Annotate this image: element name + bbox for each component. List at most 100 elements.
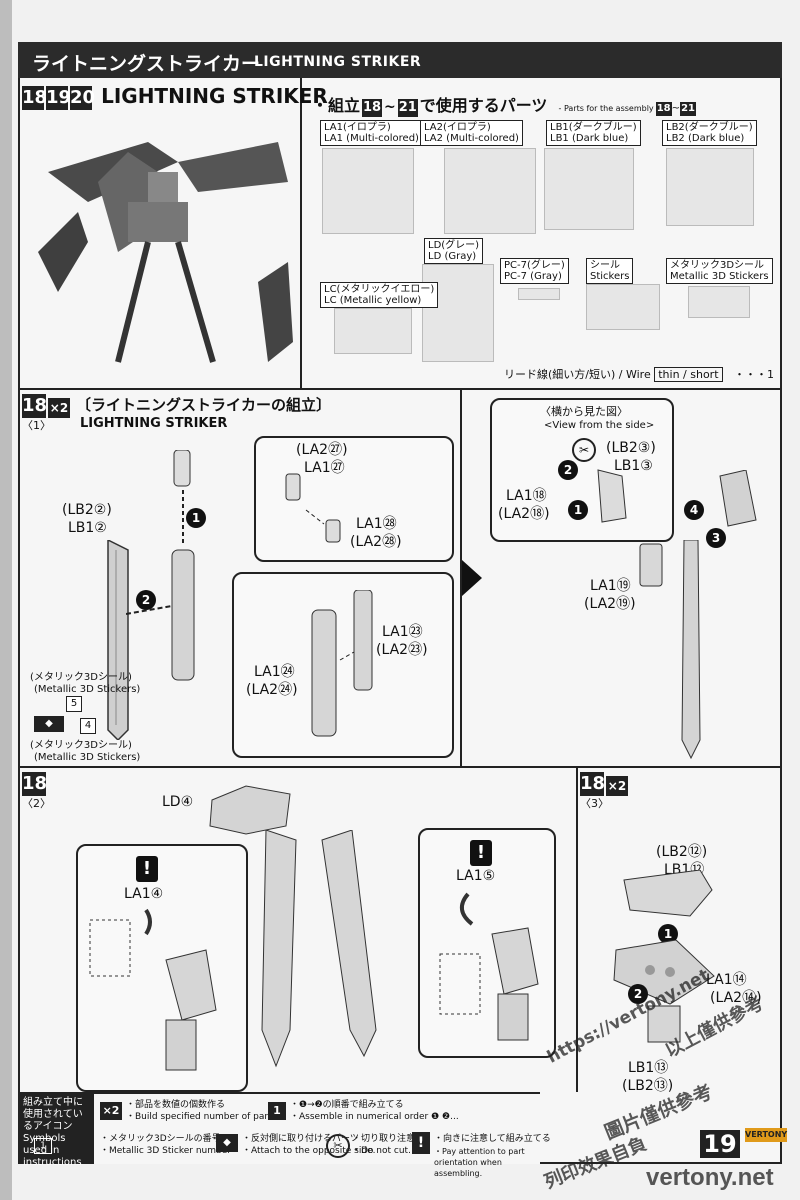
detail-callout-bottom [232, 572, 454, 758]
legend-icon-sticker: 1 [34, 1138, 52, 1154]
runner-la2-jp: LA2(イロプラ) [424, 122, 491, 133]
brand-tag: VERTONY [745, 1128, 787, 1142]
lightning-striker-illustration [38, 142, 293, 363]
parts-subtitle: - Parts for the assembly [558, 104, 654, 113]
connector-bracket-part [209, 785, 291, 835]
legend-icon-order: 1 [268, 1102, 286, 1120]
sticker-label-jp-2: (メタリック3Dシール) [30, 740, 132, 751]
legend-text-sticker-jp: ・メタリック3Dシールの番号 [100, 1134, 221, 1144]
divider-vertical-mid [460, 390, 462, 766]
runner-la2 [444, 148, 536, 234]
runner-label-ld: LD(グレー)LD (Gray) [424, 238, 484, 264]
step-number-box: 18 [22, 86, 48, 110]
substep-label: 〈1〉 [22, 419, 51, 432]
part-label-lb1-2: LB1② [68, 520, 107, 536]
opposite-side-icon: ◆ [34, 716, 64, 732]
sticker-label-en: (Metallic 3D Stickers) [34, 684, 141, 695]
legend-icon-multiplier: ×2 [100, 1102, 122, 1120]
wire-count: ・・・1 [734, 368, 775, 381]
legend-text-donotcut-jp: ・切り取り注意 [352, 1134, 416, 1144]
runner-la1-jp: LA1(イロプラ) [324, 122, 391, 133]
runner-lb2-jp: LB2(ダークブルー) [666, 122, 753, 133]
part-label-la1-14: LA1⑭ [706, 972, 747, 988]
parts-title-suffix: で使用するパーツ [419, 96, 548, 115]
substep-label: 〈3〉 [580, 797, 609, 810]
part-label-lb1-3: LB1③ [614, 458, 653, 474]
legend-icon-warning: ! [412, 1132, 430, 1154]
small-joint-part [285, 473, 341, 543]
runner-lb1-jp: LB1(ダークブルー) [550, 122, 637, 133]
runner-la2-en: LA2 (Multi-colored) [424, 133, 519, 144]
left-detail-callout [76, 844, 248, 1092]
parts-step-from: 18 [362, 99, 383, 117]
legend-title: 組み立て中に使用されているアイコン Symbols used in instru… [20, 1094, 94, 1168]
step-number: 18 [22, 394, 48, 418]
step-number: 18 [22, 772, 48, 796]
metallic-sticker-sheet [688, 286, 750, 318]
clip-part [639, 543, 663, 587]
runner-pc7-jp: PC-7(グレー) [504, 260, 565, 271]
cable-part [439, 892, 539, 1041]
runner-pc7-en: PC-7 (Gray) [504, 271, 562, 282]
parts-title: ・組立 [312, 96, 361, 115]
runner-label-la1: LA1(イロプラ)LA1 (Multi-colored) [320, 120, 423, 146]
page-edge [0, 0, 12, 1200]
side-step-2: 2 [558, 460, 578, 480]
side-step-1: 1 [568, 500, 588, 520]
runner-ld [422, 264, 494, 362]
runner-label-lc: LC(メタリックイエロー)LC (Metallic yellow) [320, 282, 439, 308]
part-label-la1-28: LA1㉘ [356, 516, 397, 532]
runner-lb1 [544, 148, 634, 230]
side-view-title-jp: 〈横から見た図〉 [540, 405, 628, 418]
runner-ld-jp: LD(グレー) [428, 240, 480, 251]
runner-label-lb2: LB2(ダークブルー)LB2 (Dark blue) [662, 120, 757, 146]
socket-part [647, 1005, 681, 1043]
part-label-la1-23: LA1㉓ [382, 624, 423, 640]
runner-la1-en: LA1 (Multi-colored) [324, 133, 419, 144]
part-label-lb2-12: (LB2⑫) [656, 844, 708, 860]
runner-label-lb1: LB1(ダークブルー)LB1 (Dark blue) [546, 120, 641, 146]
side-view-title-en: <View from the side> [544, 420, 655, 431]
step-title-jp: 〔ライトニングストライカーの組立〕 [76, 396, 332, 414]
step-number-box: 19 [46, 86, 72, 110]
multiplier-badge: ×2 [48, 398, 70, 418]
wing-blade-part [107, 540, 129, 740]
runner-label-pc7: PC-7(グレー)PC-7 (Gray) [500, 258, 569, 284]
wire-label: リード線(細い方/短い) / Wire [504, 368, 651, 381]
part-label-la1-4: LA1④ [124, 886, 164, 902]
warning-icon-left: ! [136, 856, 158, 882]
runner-metallic-en: Metallic 3D Stickers [670, 271, 769, 282]
divider-vertical-top [300, 78, 302, 388]
side-bracket-part [719, 470, 757, 527]
wire-box: thin / short [654, 367, 723, 382]
runner-label-la2: LA2(イロプラ)LA2 (Multi-colored) [420, 120, 523, 146]
assembly-step-1: 1 [186, 508, 206, 528]
sticker-sheet [586, 284, 660, 330]
runner-lb2-en: LB2 (Dark blue) [666, 133, 745, 144]
parts-range-sep: ~ [384, 99, 396, 115]
part-label-ld4: LD④ [162, 794, 194, 810]
part-label-la2-28: (LA2㉘) [350, 534, 402, 550]
header-bar: ライトニングストライカー LIGHTNING STRIKER [18, 42, 782, 78]
part-label-la1-24: LA1㉔ [254, 664, 295, 680]
parts-subtitle-from: 18 [655, 102, 672, 116]
multiplier-badge: ×2 [606, 776, 628, 796]
part-label-la2-24: (LA2㉔) [246, 682, 298, 698]
icon-legend: 組み立て中に使用されているアイコン Symbols used in instru… [20, 1092, 551, 1178]
watermark-site: vertony.net [646, 1164, 774, 1191]
sticker-number-4: 4 [80, 718, 96, 734]
runner-stickers-jp: シール [590, 260, 620, 271]
legend-text-order-jp: ・❶→❷の順番で組み立てる [290, 1100, 404, 1110]
runner-metallic-jp: メタリック3Dシール [670, 260, 765, 271]
step-title-en: LIGHTNING STRIKER [80, 416, 228, 431]
step-number: 18 [580, 772, 606, 796]
part-label-lb2-13: (LB2⑬) [622, 1078, 674, 1094]
runner-lb2 [666, 148, 754, 226]
part-label-lb2-3: (LB2③) [606, 440, 656, 456]
legend-text-multiplier-en: ・Build specified number of parts. [126, 1112, 280, 1122]
leg-strut-left [261, 830, 297, 1068]
parts-subtitle-sep: ~ [671, 103, 681, 114]
page-number: 19 [700, 1130, 740, 1158]
header-title-en: LIGHTNING STRIKER [254, 54, 422, 70]
